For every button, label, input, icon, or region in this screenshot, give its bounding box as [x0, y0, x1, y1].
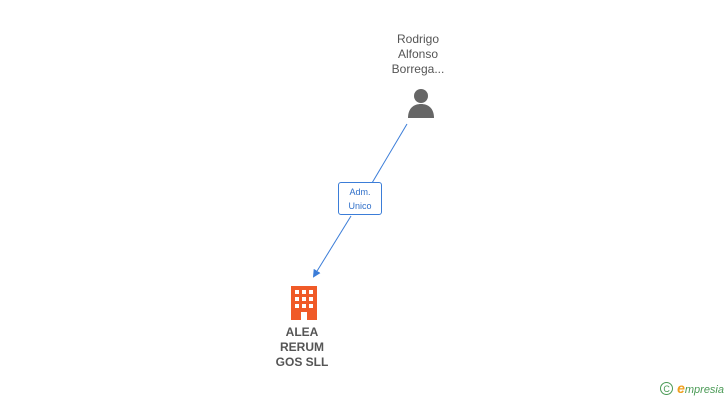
person-name[interactable]: Rodrigo Alfonso Borrega... [378, 32, 458, 77]
edge-line-lower [312, 215, 352, 278]
person-name-line-2: Alfonso [397, 47, 439, 61]
role-line-2: Unico [348, 201, 372, 211]
role-line-1: Adm. [349, 187, 371, 197]
brand-name: empresia [677, 380, 724, 396]
brand-name-rest: mpresia [684, 384, 724, 396]
company-name-line-2: RERUM [280, 340, 324, 354]
brand-e-letter: e [677, 380, 685, 396]
building-icon[interactable] [289, 286, 319, 320]
person-name-line-1: Rodrigo [396, 32, 440, 46]
brand-watermark: C empresia [660, 380, 724, 396]
copyright-icon: C [660, 381, 674, 395]
company-name[interactable]: ALEA RERUM GOS SLL [262, 325, 342, 370]
company-name-line-3: GOS SLL [275, 355, 329, 369]
company-name-line-1: ALEA [285, 325, 319, 339]
person-icon[interactable] [406, 88, 436, 118]
edge-line-upper [371, 123, 408, 184]
person-name-line-3: Borrega... [391, 62, 445, 76]
role-badge[interactable]: Adm. Unico [338, 182, 382, 215]
